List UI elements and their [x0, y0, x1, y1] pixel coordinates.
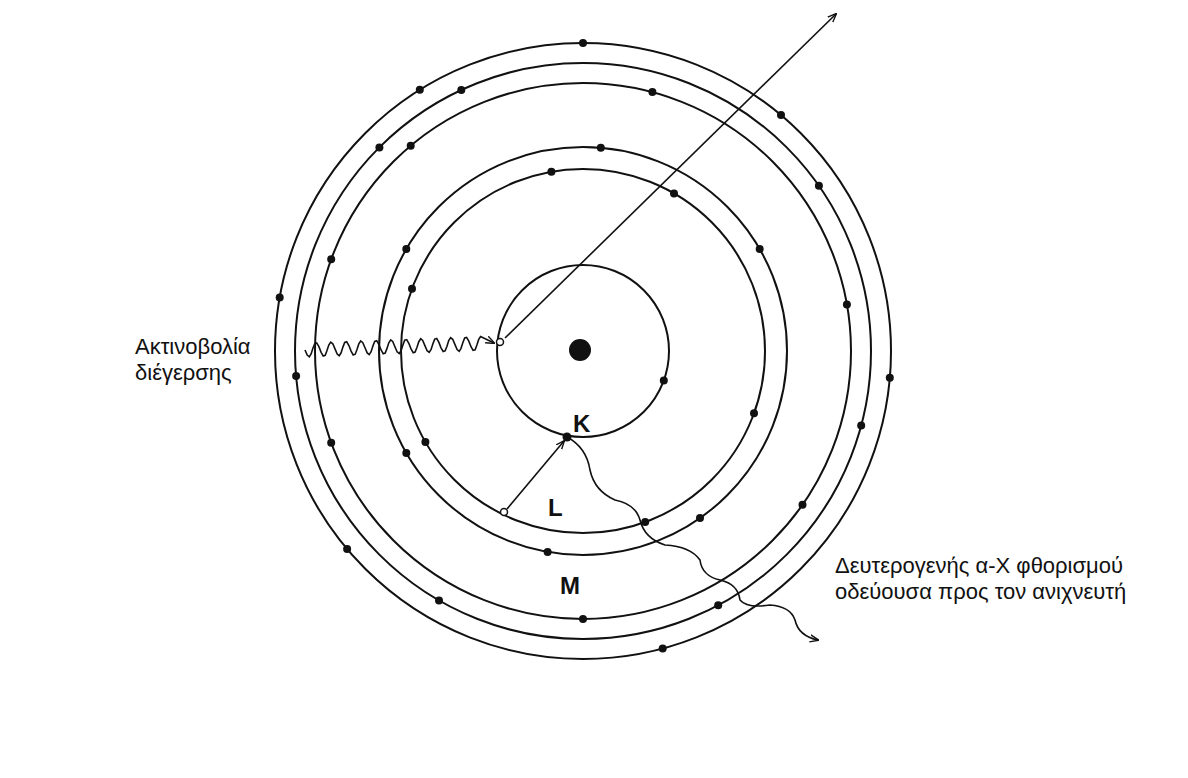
- electron: [750, 409, 758, 417]
- electron: [648, 88, 656, 96]
- electron: [579, 39, 587, 47]
- shell-letter: L: [548, 494, 563, 523]
- electron: [402, 449, 410, 457]
- electron: [416, 86, 424, 94]
- electron: [327, 255, 335, 263]
- electron: [857, 422, 865, 430]
- electron: [815, 182, 823, 190]
- electron: [375, 143, 383, 151]
- electron: [547, 168, 555, 176]
- electron-shell: [275, 43, 891, 659]
- vacancy: [497, 339, 504, 346]
- electron: [696, 514, 704, 522]
- electron: [343, 545, 351, 553]
- electron: [670, 189, 678, 197]
- electron: [660, 376, 668, 384]
- electron-shell: [295, 63, 871, 639]
- electron: [756, 245, 764, 253]
- electron: [641, 518, 649, 526]
- electron: [435, 596, 443, 604]
- electron: [563, 433, 572, 442]
- electron: [714, 601, 722, 609]
- electron: [407, 142, 415, 150]
- ejected-electron-arrow: [505, 14, 836, 338]
- electron: [597, 144, 605, 152]
- electron: [659, 645, 667, 653]
- electron: [544, 548, 552, 556]
- electron: [777, 111, 785, 119]
- electron: [292, 372, 300, 380]
- electron: [408, 285, 416, 293]
- electron: [579, 615, 587, 623]
- fluorescence-label: Δευτερογενής α-Χ φθορισμού οδεύουσα προς…: [835, 553, 1155, 606]
- shell-letter: M: [560, 572, 580, 601]
- electron: [276, 294, 284, 302]
- electron: [457, 86, 465, 94]
- excitation-wave: [305, 337, 494, 357]
- electron: [886, 374, 894, 382]
- electron-shell: [401, 169, 765, 533]
- vacancy: [501, 509, 508, 516]
- electron-shell: [315, 83, 851, 619]
- electron: [843, 301, 851, 309]
- fluorescence-wave: [567, 437, 818, 640]
- electron: [421, 438, 429, 446]
- electron: [327, 439, 335, 447]
- electron-shell: [379, 147, 787, 555]
- electron: [799, 501, 807, 509]
- shell-letter: K: [573, 410, 590, 439]
- nucleus: [569, 339, 591, 361]
- electron: [402, 245, 410, 253]
- excitation-label: Ακτινοβολία διέγερσης: [135, 334, 305, 387]
